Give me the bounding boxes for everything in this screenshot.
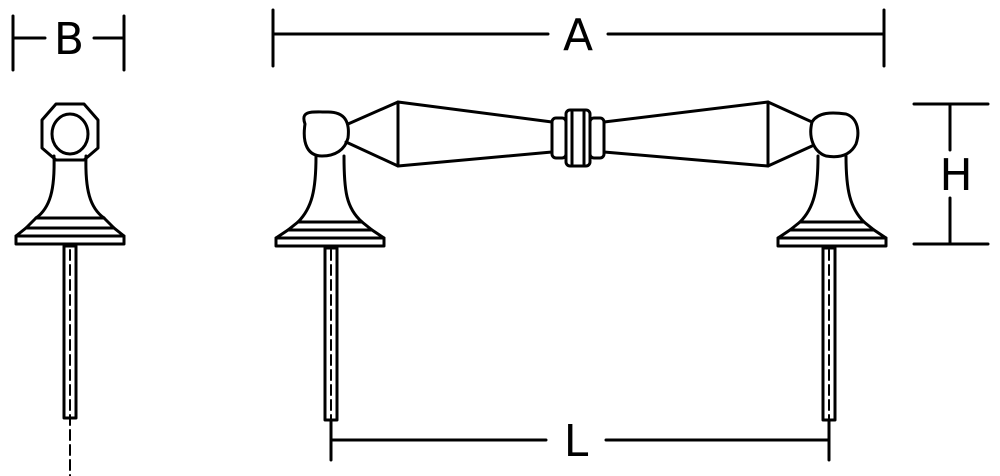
front-view	[274, 100, 888, 443]
side-post	[34, 154, 106, 220]
side-view	[14, 102, 126, 476]
center-collar	[550, 108, 606, 168]
side-ring-inner	[50, 112, 90, 156]
dimension-h-label: H	[939, 150, 972, 201]
dimension-a-label: A	[563, 10, 593, 61]
dimension-l-label: L	[564, 416, 589, 467]
dimension-b: B	[11, 14, 126, 72]
bar-right	[602, 100, 814, 168]
left-post	[274, 110, 386, 443]
bar-left	[344, 100, 554, 168]
dimension-h: H	[912, 102, 990, 246]
dimension-a: A	[271, 8, 886, 68]
side-ring-outer	[40, 102, 100, 162]
right-post	[776, 111, 888, 443]
dimension-b-label: B	[54, 14, 84, 65]
dimension-l: L	[329, 416, 831, 467]
